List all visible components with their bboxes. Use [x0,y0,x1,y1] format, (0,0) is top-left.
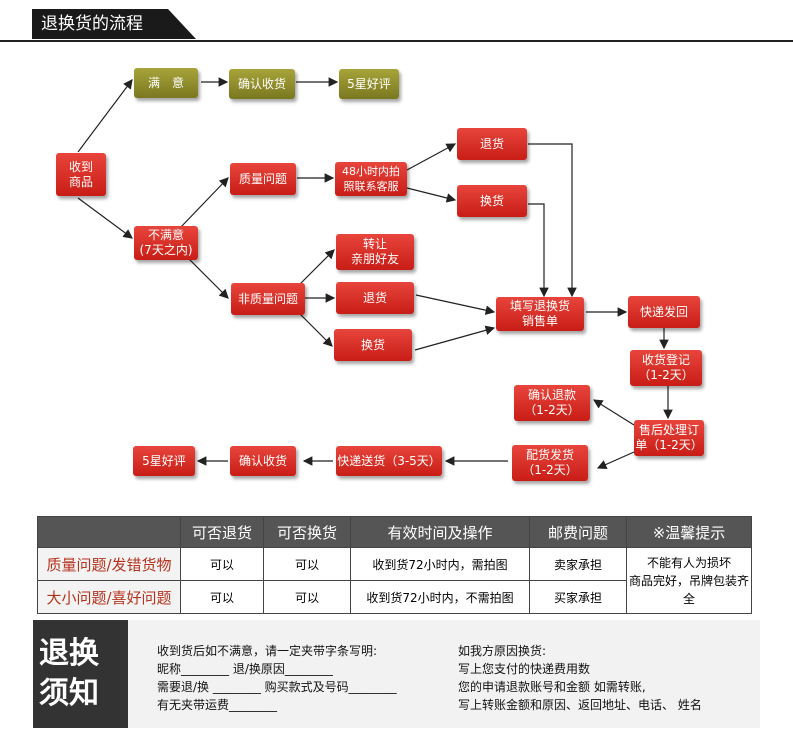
table-cell: 可以 [180,580,264,614]
table-cell: 买家承担 [529,580,627,614]
node-express-ship: 快递送货（3-5天） [336,446,442,476]
notice-heading-line: 退换 [39,636,99,671]
table-cell: 可以 [263,580,351,614]
table-header-cell: 有效时间及操作 [350,516,530,548]
node-receive-register: 收货登记 （1-2天） [630,350,702,386]
arrow [528,143,577,298]
notice-line: 写上您支付的快递费用数 [458,662,591,676]
node-fill-form: 填写退换货 销售单 [496,297,584,331]
arrow [406,187,457,203]
title-bar: 退换货的流程 [0,0,793,42]
node-dispatch: 配货发货 （1-2天） [512,445,588,481]
notice-line: 写上转账金额和原因、返回地址、电话、 姓名 [458,698,702,712]
return-policy-table: 可否退货 可否换货 有效时间及操作 邮费问题 ※温馨提示 质量问题/发错货物 可… [37,516,752,614]
arrow [596,451,635,469]
node-express-back: 快递发回 [628,296,700,328]
notice-heading-line: 须知 [39,676,99,711]
arrow [414,325,496,351]
notice-left-column: 收到货后如不满意，请一定夹带字条写明: 昵称________ 退/换原因____… [157,642,397,714]
arrow [295,309,333,347]
node-non-quality-issue: 非质量问题 [231,283,305,315]
node-quality-issue: 质量问题 [230,163,296,195]
table-row: 大小问题/喜好问题 可以 可以 收到货72小时内，不需拍图 买家承担 [37,580,752,614]
table-header-cell: 可否退货 [180,516,264,548]
node-photo-48h: 48小时内拍 照联系客服 [335,162,407,196]
table-row: 质量问题/发错货物 可以 可以 收到货72小时内，需拍图 卖家承担 不能有人为损… [37,547,752,614]
table-cell: 收到货72小时内，需拍图 [350,547,530,581]
arrow [179,177,229,229]
notice-heading: 退换 须知 [33,620,128,728]
page-title: 退换货的流程 [32,9,196,39]
table-cell: 收到货72小时内，不需拍图 [350,580,530,614]
node-return-top: 退货 [457,128,527,160]
table-header-cell: ※温馨提示 [626,516,752,548]
node-exchange-mid: 换货 [334,329,412,361]
table-tip-cell: 不能有人为损坏 商品完好，吊牌包装齐全 [626,547,752,614]
node-five-star-bottom: 5星好评 [133,446,195,476]
arrow [415,294,496,315]
return-notice: 退换 须知 收到货后如不满意，请一定夹带字条写明: 昵称________ 退/换… [33,620,760,728]
table-row-label: 大小问题/喜好问题 [37,580,181,614]
arrow [295,249,335,289]
table-header-cell: 可否换货 [263,516,351,548]
node-exchange-top: 换货 [457,185,527,217]
notice-line: 您的申请退款账号和金额 如需转账, [458,680,646,694]
table-cell: 可以 [263,547,351,581]
notice-line: 需要退/换 ________ 购买款式及号码________ [157,680,397,694]
arrow [592,399,635,426]
node-confirm-receipt-top: 确认收货 [229,69,295,99]
notice-line: 如我方原因换货: [458,644,547,658]
flow-diagram: 收到 商品 满 意 确认收货 5星好评 不满意 (7天之内) 质量问题 48小时… [0,40,793,510]
node-confirm-receipt-bottom: 确认收货 [230,446,296,476]
notice-line: 收到货后如不满意，请一定夹带字条写明: [157,644,378,658]
table-header-row: 可否退货 可否换货 有效时间及操作 邮费问题 ※温馨提示 [37,516,752,548]
table-header-cell [37,516,181,548]
table-row-label: 质量问题/发错货物 [37,547,181,581]
table-cell: 卖家承担 [529,547,627,581]
node-transfer-friend: 转让 亲朋好友 [336,234,414,270]
table-header-cell: 邮费问题 [529,516,627,548]
table-cell: 可以 [180,547,264,581]
arrow [77,197,133,239]
node-confirm-refund: 确认退款 （1-2天） [514,385,590,421]
notice-line: 昵称________ 退/换原因________ [157,662,333,676]
node-return-mid: 退货 [336,282,414,314]
node-aftersale-process: 售后处理订 单（1-2天） [634,420,704,456]
notice-right-column: 如我方原因换货: 写上您支付的快递费用数 您的申请退款账号和金额 如需转账, 写… [458,642,702,714]
node-unsatisfied: 不满意 (7天之内) [134,226,198,260]
notice-line: 有无夹带运费________ [157,698,278,712]
node-received: 收到 商品 [56,153,106,196]
node-satisfied: 满 意 [134,68,198,98]
arrow [528,203,549,298]
arrow [77,79,133,153]
node-five-star-top: 5星好评 [339,69,399,99]
arrow [406,143,457,171]
